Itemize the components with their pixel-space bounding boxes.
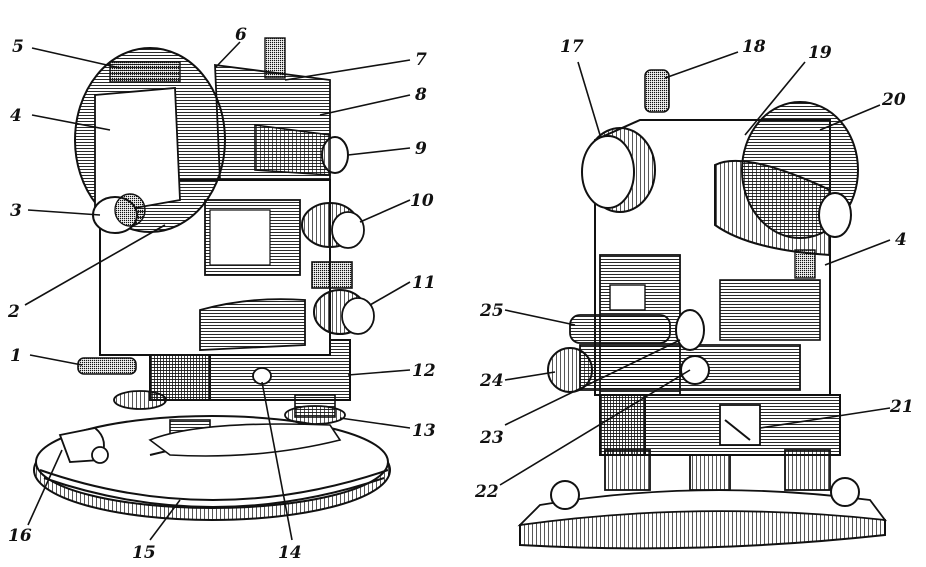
left-theodolite <box>33 37 391 521</box>
callout-labels: 1 2 3 4 5 6 7 8 9 10 11 12 13 14 15 16 1… <box>7 25 914 563</box>
callout-17: 17 <box>560 37 584 57</box>
callout-23: 23 <box>479 428 504 448</box>
callout-3: 3 <box>10 201 22 221</box>
callout-25: 25 <box>479 301 504 321</box>
callout-4-right: 4 <box>895 230 907 250</box>
right-base-plate <box>517 477 887 550</box>
callout-7: 7 <box>415 50 427 70</box>
callout-21: 21 <box>889 397 914 417</box>
right-tribrach <box>604 449 831 491</box>
callout-9: 9 <box>415 139 427 159</box>
callout-2: 2 <box>7 302 20 322</box>
callout-5: 5 <box>12 37 24 57</box>
right-body <box>547 69 859 396</box>
right-lower-block <box>599 394 841 456</box>
right-theodolite <box>517 69 887 550</box>
callout-12: 12 <box>412 361 436 381</box>
callout-8: 8 <box>414 85 427 105</box>
callout-13: 13 <box>412 421 436 441</box>
callout-1: 1 <box>10 346 22 366</box>
callout-24: 24 <box>479 371 504 391</box>
callout-10: 10 <box>410 191 434 211</box>
leader-lines <box>24 41 891 541</box>
callout-16: 16 <box>8 526 32 546</box>
callout-19: 19 <box>808 43 832 63</box>
callout-20: 20 <box>881 90 906 110</box>
left-body <box>74 37 375 356</box>
callout-11: 11 <box>412 273 436 293</box>
callout-4: 4 <box>10 106 22 126</box>
callout-18: 18 <box>742 37 766 57</box>
callout-22: 22 <box>474 482 499 502</box>
callout-14: 14 <box>278 543 302 563</box>
callout-6: 6 <box>235 25 247 45</box>
callout-15: 15 <box>132 543 156 563</box>
